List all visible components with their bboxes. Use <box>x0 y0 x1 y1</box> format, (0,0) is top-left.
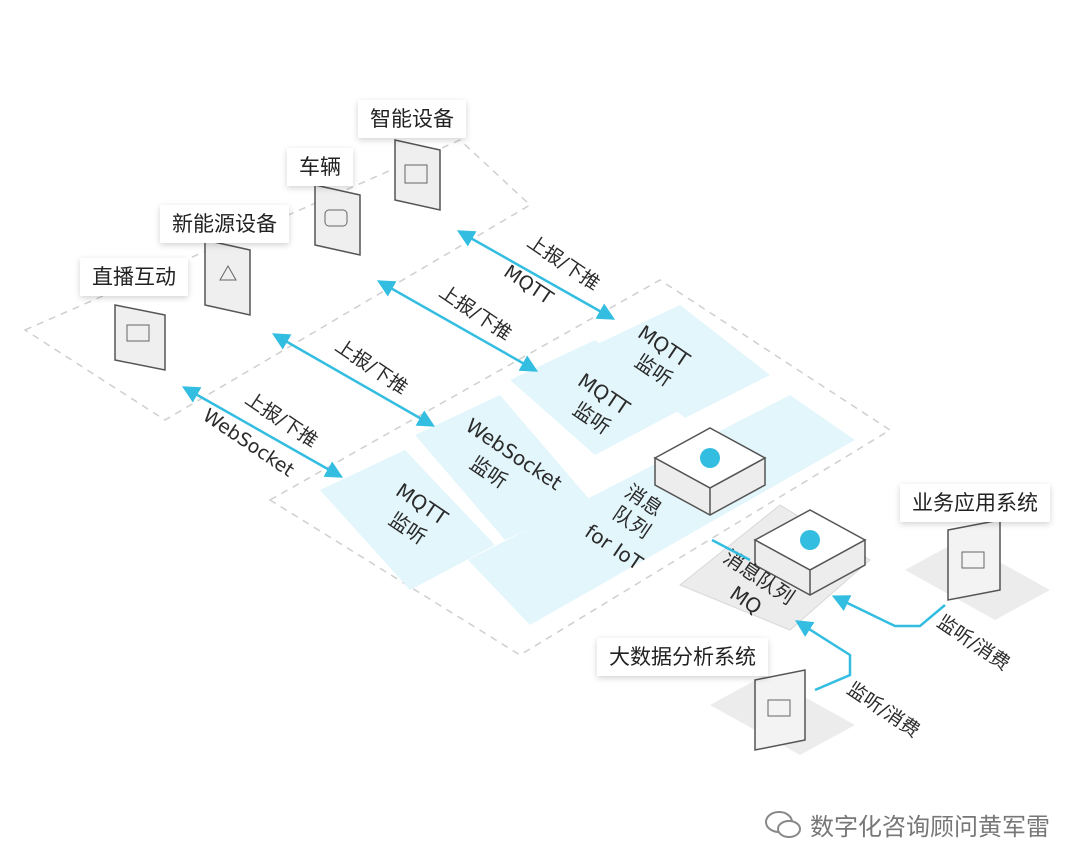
dashed-zone-gateway <box>268 279 892 656</box>
device-smart-icon <box>404 164 428 184</box>
bigdata-system-node <box>710 669 855 755</box>
system-label-bigdata: 大数据分析系统 <box>597 638 768 677</box>
watermark: 数字化咨询顾问黄军雷 <box>764 807 1050 842</box>
panel-mqtt-listen-top: MQTT 监听 <box>595 305 770 418</box>
device-label-vehicle: 车辆 <box>287 148 353 187</box>
panel-mqtt-listen-mid: MQTT 监听 <box>510 340 680 455</box>
arrow-label-mqtt: MQTT <box>500 261 558 310</box>
device-box-smart <box>394 139 441 211</box>
device-box-live <box>114 304 166 371</box>
hub-icon <box>700 448 720 468</box>
recycle-icon <box>219 264 237 281</box>
wechat-icon <box>765 810 801 838</box>
device-label-live: 直播互动 <box>80 258 188 297</box>
device-box-new-energy <box>204 239 251 316</box>
mq-platform: 消息队列 MQ <box>679 504 871 631</box>
business-system-node <box>905 519 1050 620</box>
arrow-business <box>831 595 946 628</box>
arrow-label-listen-2: 监听/消费 <box>843 678 924 742</box>
mq-hub-icon <box>800 530 820 550</box>
watermark-text: 数字化咨询顾问黄军雷 <box>810 813 1050 841</box>
device-box-vehicle <box>314 184 361 256</box>
system-label-business: 业务应用系统 <box>900 484 1050 523</box>
arrow-live <box>181 386 344 478</box>
arrow-label-listen-1: 监听/消费 <box>933 611 1014 675</box>
arrow-bigdata <box>795 620 852 692</box>
arrow-new-energy <box>271 333 436 427</box>
iot-platform <box>468 395 855 625</box>
car-icon <box>324 209 348 227</box>
monitor-icon <box>961 551 985 569</box>
device-label-new-energy: 新能源设备 <box>160 205 289 244</box>
chart-icon <box>767 699 791 717</box>
panel-mqtt-listen-bottom: MQTT 监听 <box>320 450 495 590</box>
tv-icon <box>126 324 150 342</box>
arrows <box>181 230 946 692</box>
device-label-smart: 智能设备 <box>358 100 466 139</box>
arrow-smart <box>456 230 616 320</box>
arrow-vehicle <box>376 280 539 372</box>
